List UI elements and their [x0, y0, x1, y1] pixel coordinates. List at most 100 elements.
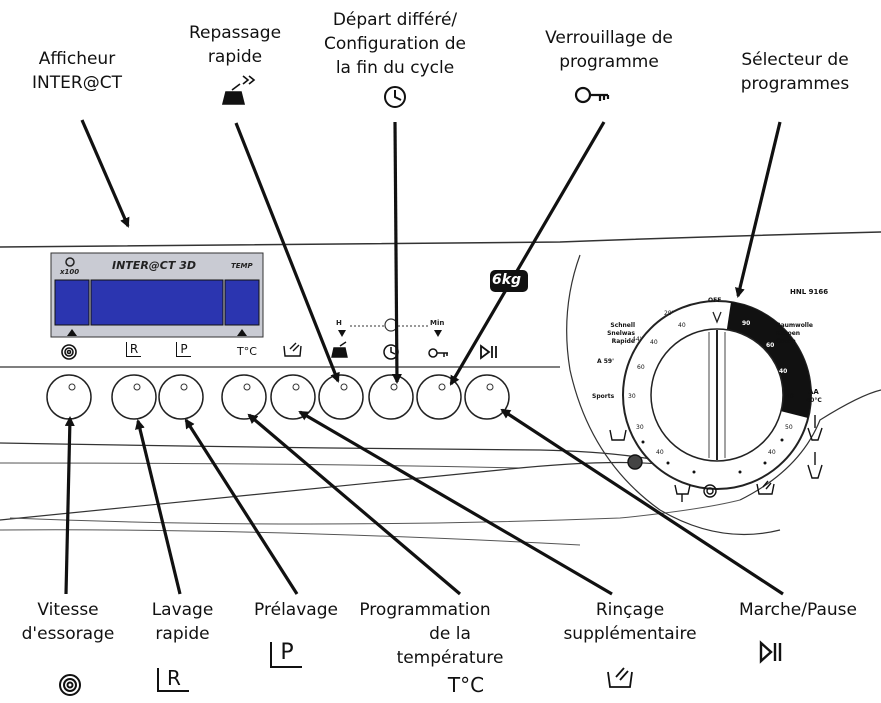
dial-num-40b: 40 [650, 339, 658, 346]
panel-right-wave-2 [739, 389, 881, 501]
label-programmation: Programmation [359, 600, 491, 620]
timer-panel-arrow-min [434, 330, 442, 337]
dial-num-90: 90 [742, 320, 751, 327]
panel-model: HNL 9166 [790, 288, 828, 296]
rinse-panel-icon [283, 342, 302, 357]
dial-a59-label: A 59' [597, 358, 614, 365]
label-prelavage: Prélavage [254, 600, 338, 620]
display-marker-left [67, 329, 77, 336]
spin-speed-panel-icon [61, 344, 77, 360]
dial-sports-label: Sports [592, 393, 615, 400]
panel-button-strip-top [0, 366, 561, 369]
dial-aa-label: AA [808, 388, 819, 396]
dial-aa-temp: 40°C [806, 397, 822, 404]
arrow-prelavage [184, 418, 299, 595]
panel-sweep-3 [9, 499, 741, 525]
extra-rinse-button[interactable] [270, 374, 316, 420]
dial-num-40a: 40 [678, 322, 686, 329]
panel-lower-curve [0, 462, 521, 469]
start-pause-button[interactable] [464, 374, 510, 420]
quick-iron-icon [221, 75, 256, 105]
display-spin-label: x100 [60, 268, 80, 276]
spin-speed-button[interactable] [46, 374, 92, 420]
start-pause-panel-icon [480, 344, 497, 360]
dial-off-label: OFF [708, 297, 722, 304]
display-marker-right [237, 329, 247, 336]
display-segment-left [54, 279, 90, 326]
dial-num-29: 29' [664, 310, 674, 317]
temperature-panel-icon: T°C [237, 345, 257, 358]
arrow-vitesse [64, 416, 75, 595]
arrow-selecteur [735, 121, 782, 298]
temperature-symbol: T°C [447, 673, 485, 697]
quick-wash-button[interactable] [111, 374, 157, 420]
dial-num-44: 44' [632, 336, 642, 343]
quick-wash-icon: R [157, 668, 189, 692]
prewash-panel-icon: P [176, 342, 191, 357]
dial-num-40e: 40 [786, 393, 794, 400]
label-marche: Marche/Pause [738, 600, 857, 620]
timer-min-label: Min [430, 319, 445, 327]
display-title: INTER@CT 3D [112, 259, 196, 272]
timer-h-label: H [336, 319, 342, 327]
panel-buttons [46, 374, 510, 420]
dial-num-30b: 30 [636, 424, 644, 431]
start-pause-icon [759, 640, 782, 664]
arrow-verrouillage [449, 121, 606, 386]
load-capacity-badge [490, 270, 528, 292]
arrow-afficheur [80, 119, 130, 228]
arrow-rincage [298, 410, 613, 596]
display-spin-icon [65, 257, 75, 267]
panel-right-wave [566, 254, 781, 536]
timer-panel-arrow-h [338, 330, 346, 337]
extra-rinse-icon [607, 667, 633, 688]
spin-speed-icon [59, 674, 81, 696]
arrow-repassage [234, 122, 340, 383]
dial-num-30a: 30 [628, 393, 636, 400]
lock-panel-key-icon [428, 348, 448, 358]
lock-button[interactable] [416, 374, 462, 420]
arrow-lavage [135, 419, 182, 595]
arrow-programmation [247, 413, 462, 596]
display-temp-label: TEMP [231, 262, 253, 270]
display-segment-main [90, 279, 224, 326]
program-lock-key-icon [574, 86, 610, 104]
dial-icons [609, 415, 823, 502]
temperature-button[interactable] [221, 374, 267, 420]
button-led-dots [68, 383, 494, 391]
display-segment-right [224, 279, 260, 326]
prewash-button[interactable] [158, 374, 204, 420]
panel-sweep-2 [0, 529, 581, 546]
delay-start-button[interactable] [368, 374, 414, 420]
delay-start-clock-icon [384, 86, 406, 108]
dial-num-40d: 40 [779, 368, 788, 375]
ironing-panel-icon [331, 341, 348, 358]
quick-wash-panel-icon: R [126, 342, 141, 357]
prewash-icon: P [270, 642, 302, 668]
dial-num-60b: 60 [766, 342, 775, 349]
quick-iron-button[interactable] [318, 374, 364, 420]
dial-num-40c: 40 [656, 449, 664, 456]
arrow-depart [391, 121, 402, 384]
dial-num-60: 60 [637, 364, 645, 371]
panel-button-strip-bottom [0, 442, 701, 471]
program-dial-off-marker [712, 311, 722, 324]
dial-dots [641, 438, 784, 474]
arrow-marche [500, 408, 784, 596]
dial-num-50: 50 [785, 424, 793, 431]
dial-num-40f: 40 [768, 449, 776, 456]
panel-top-edge [0, 231, 881, 248]
